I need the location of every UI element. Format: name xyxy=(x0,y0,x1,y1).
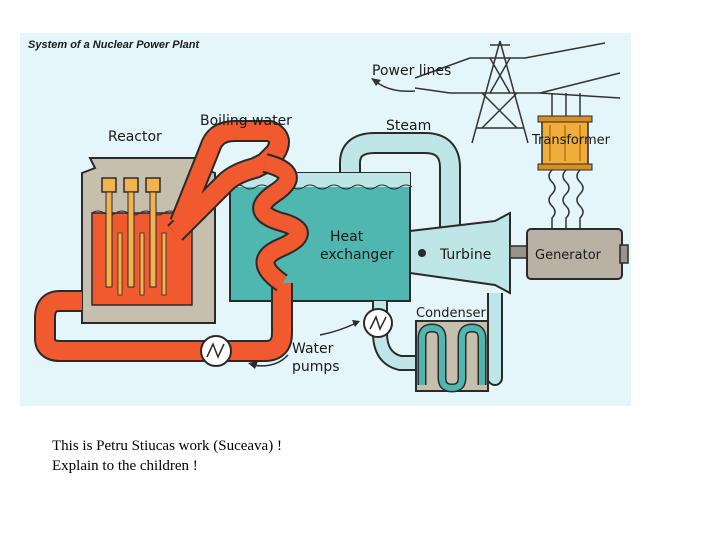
nuclear-power-plant-diagram: System of a Nuclear Power Plant xyxy=(20,33,631,406)
label-turbine: Turbine xyxy=(439,247,491,263)
heat-exchanger-coil xyxy=(252,153,309,292)
reactor-fuel-rods xyxy=(101,177,167,296)
label-steam: Steam xyxy=(386,118,431,134)
label-condenser: Condenser xyxy=(416,306,487,321)
label-transformer: Transformer xyxy=(531,133,611,148)
label-heat-exchanger-2: exchanger xyxy=(320,247,394,263)
label-boiling-water: Boiling water xyxy=(200,113,292,129)
label-power-lines: Power lines xyxy=(372,63,451,79)
label-reactor: Reactor xyxy=(108,129,162,145)
transformer xyxy=(537,115,593,171)
label-generator: Generator xyxy=(535,248,602,263)
power-lines-pylon xyxy=(414,40,621,144)
condenser xyxy=(415,320,489,393)
generator xyxy=(526,228,629,280)
reactor-pump-icon xyxy=(200,335,232,367)
water-pumps-arrows xyxy=(248,320,360,369)
caption: This is Petru Stiucas work (Suceava) ! E… xyxy=(52,436,282,476)
label-water-pumps-1: Water xyxy=(292,341,334,357)
transformer-wires xyxy=(548,169,584,228)
heat-exchanger-tank xyxy=(229,172,413,302)
caption-line-2: Explain to the children ! xyxy=(52,458,198,474)
power-lines-arrow xyxy=(371,78,416,93)
turbine xyxy=(409,211,511,295)
caption-line-1: This is Petru Stiucas work (Suceava) ! xyxy=(52,438,282,454)
turbine-shaft xyxy=(509,245,529,259)
steam-pipe xyxy=(339,132,461,228)
label-water-pumps-2: pumps xyxy=(292,359,340,375)
condenser-pump-icon xyxy=(363,308,393,338)
diagram-title: System of a Nuclear Power Plant xyxy=(28,39,201,51)
label-heat-exchanger-1: Heat xyxy=(330,229,364,245)
boiling-water-pipe xyxy=(34,120,293,362)
